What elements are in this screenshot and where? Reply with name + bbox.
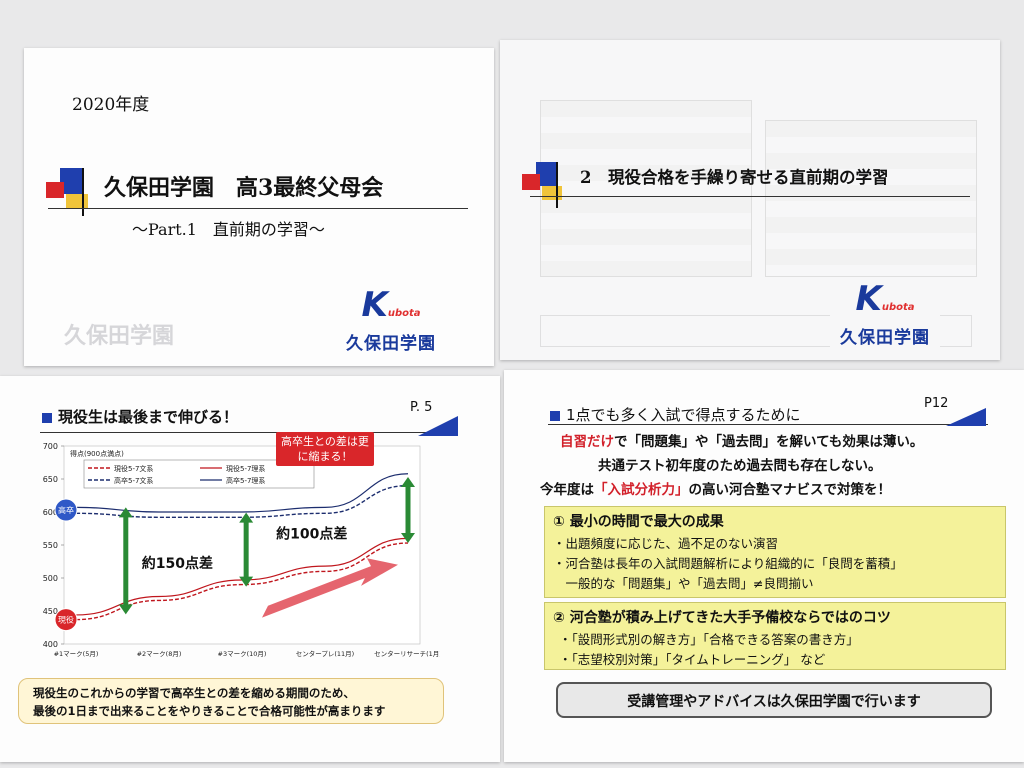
y-tick-label: 400 [43,640,58,649]
strategy-title: 1点でも多く入試で得点するために [550,404,801,425]
page-number-2: P12 [924,396,949,411]
support-footer: 受講管理やアドバイスは久保田学園で行います [556,682,992,718]
gap-arrow-2-head-bottom [239,576,254,587]
box1-item-2: ・河合塾は長年の入試問題解析により組織的に「良問を蓄積」 [553,556,903,571]
x-tick-label: #1マーク(5月) [54,650,99,658]
note-line-2: 最後の1日まで出来ることをやりきることで合格可能性が高まります [33,704,386,718]
title-decoration [46,168,96,218]
chart-title-rule [40,432,452,433]
page-number: P. 5 [410,400,433,415]
badge-kousotsu-label: 高卒 [58,505,74,515]
box2-item-2: ・「志望校別対策」「タイムトレーニング」 など [559,652,826,667]
chart-slide-title: 現役生は最後まで伸びる！ [42,406,238,427]
gap-label-150: 約150点差 [142,555,213,572]
gap-arrow-1-head-bottom [118,604,133,615]
x-tick-label: センターリサーチ(1月) [374,649,440,658]
note-box: 現役生のこれからの学習で高卒生との差を縮める期間のため、 最後の1日まで出来るこ… [18,678,444,724]
slide-section: 2 現役合格を手繰り寄せる直前期の学習 Kubota 久保田学園 [500,40,1000,360]
gap-callout: 高卒生との差は更に縮まる！ [276,432,374,466]
page-corner-triangle [418,416,458,436]
box1-item-1: ・出題頻度に応じた、過不足のない演習 [553,536,779,551]
title-square-icon [42,412,52,423]
y-tick-label: 650 [43,475,58,484]
gap-arrow-3-head-top [401,477,415,487]
x-tick-label: #3マーク(10月) [218,650,267,658]
footer-text: 受講管理やアドバイスは久保田学園で行います [627,694,921,710]
box2-item-1: ・「設問形式別の解き方」「合格できる答案の書き方」 [559,632,859,647]
gap-label-100: 約100点差 [276,525,347,542]
kubota-logo: Kubota 久保田学園 [346,285,436,354]
badge-kousotsu [54,498,78,522]
score-chart: 700 650 600 550 500 450 400 得点(900点満点) #1マーク(5月)… [43,442,440,658]
gap-arrow-1-head-top [118,507,133,518]
gap-arrow-3-head-bottom [401,533,415,544]
line-1: 自習だけで「問題集」や「過去問」を解いても効果は薄い。 [560,434,924,450]
x-tick-label: センタープレ(11月) [296,649,354,658]
y-tick-label: 600 [43,508,58,517]
section-title: 2 現役合格を手繰り寄せる直前期の学習 [580,168,889,187]
y-tick-label: 700 [43,442,58,451]
slide-subtitle: ～Part.1 直前期の学習～ [132,220,325,239]
box2-heading: ② 河合塾が積み上げてきた大手予備校ならではのコツ [553,610,891,626]
slide-strategy: 1点でも多く入試で得点するために P12 自習だけで「問題集」や「過去問」を解い… [504,370,1024,762]
line-3: 今年度は「入試分析力」の高い河合塾マナビスで対策を！ [540,482,891,498]
gap-arrow-2-head-top [239,512,254,523]
legend-label: 高卒5-7理系 [226,476,265,485]
badge-geneki [54,608,78,632]
section-rule [530,196,970,197]
legend-box [83,459,315,489]
badge-geneki-label: 現役 [58,615,74,625]
legend-label: 高卒5-7文系 [114,476,153,485]
box1-heading: ① 最小の時間で最大の成果 [553,514,724,530]
year-label: 2020年度 [72,95,150,115]
ghost-text: 久保田学園 [64,324,175,349]
legend-label: 現役5-7理系 [226,464,265,473]
note-line-1: 現役生のこれからの学習で高卒生との差を縮める期間のため、 [33,686,355,700]
y-tick-label: 500 [43,574,58,583]
title-rule [48,208,468,209]
legend-label: 現役5-7文系 [114,464,153,473]
slide-title-text: 久保田学園 高3最終父母会 [104,175,384,201]
ghost-bar [540,315,972,347]
title-square-icon-2 [550,410,560,421]
advantage-box-2: ② 河合塾が積み上げてきた大手予備校ならではのコツ ・「設問形式別の解き方」「合… [544,602,1006,670]
y-tick-label: 450 [43,607,58,616]
page-corner-triangle-2 [946,408,986,426]
box1-item-3: 一般的な「問題集」や「過去問」≠良問揃い [553,576,814,591]
ghost-table-2 [765,120,977,277]
strategy-title-rule [548,424,988,425]
ghost-table [540,100,752,277]
slide-title: 2020年度 久保田学園 高3最終父母会 ～Part.1 直前期の学習～ 久保田… [24,48,494,366]
y-tick-label: 550 [43,541,58,550]
advantage-box-1: ① 最小の時間で最大の成果 ・出題頻度に応じた、過不足のない演習 ・河合塾は長年… [544,506,1006,598]
series-line [75,473,409,513]
kubota-logo-2: Kubota 久保田学園 [830,282,940,348]
section-decoration [522,162,572,212]
y-axis-label: 得点(900点満点) [70,449,124,458]
slide-chart: 現役生は最後まで伸びる！ P. 5 700 650 600 550 500 450 400 得… [0,376,500,762]
trend-arrow [262,558,398,618]
line-2: 共通テスト初年度のため過去問も存在しない。 [598,458,882,474]
x-tick-label: #2マーク(8月) [137,650,182,658]
